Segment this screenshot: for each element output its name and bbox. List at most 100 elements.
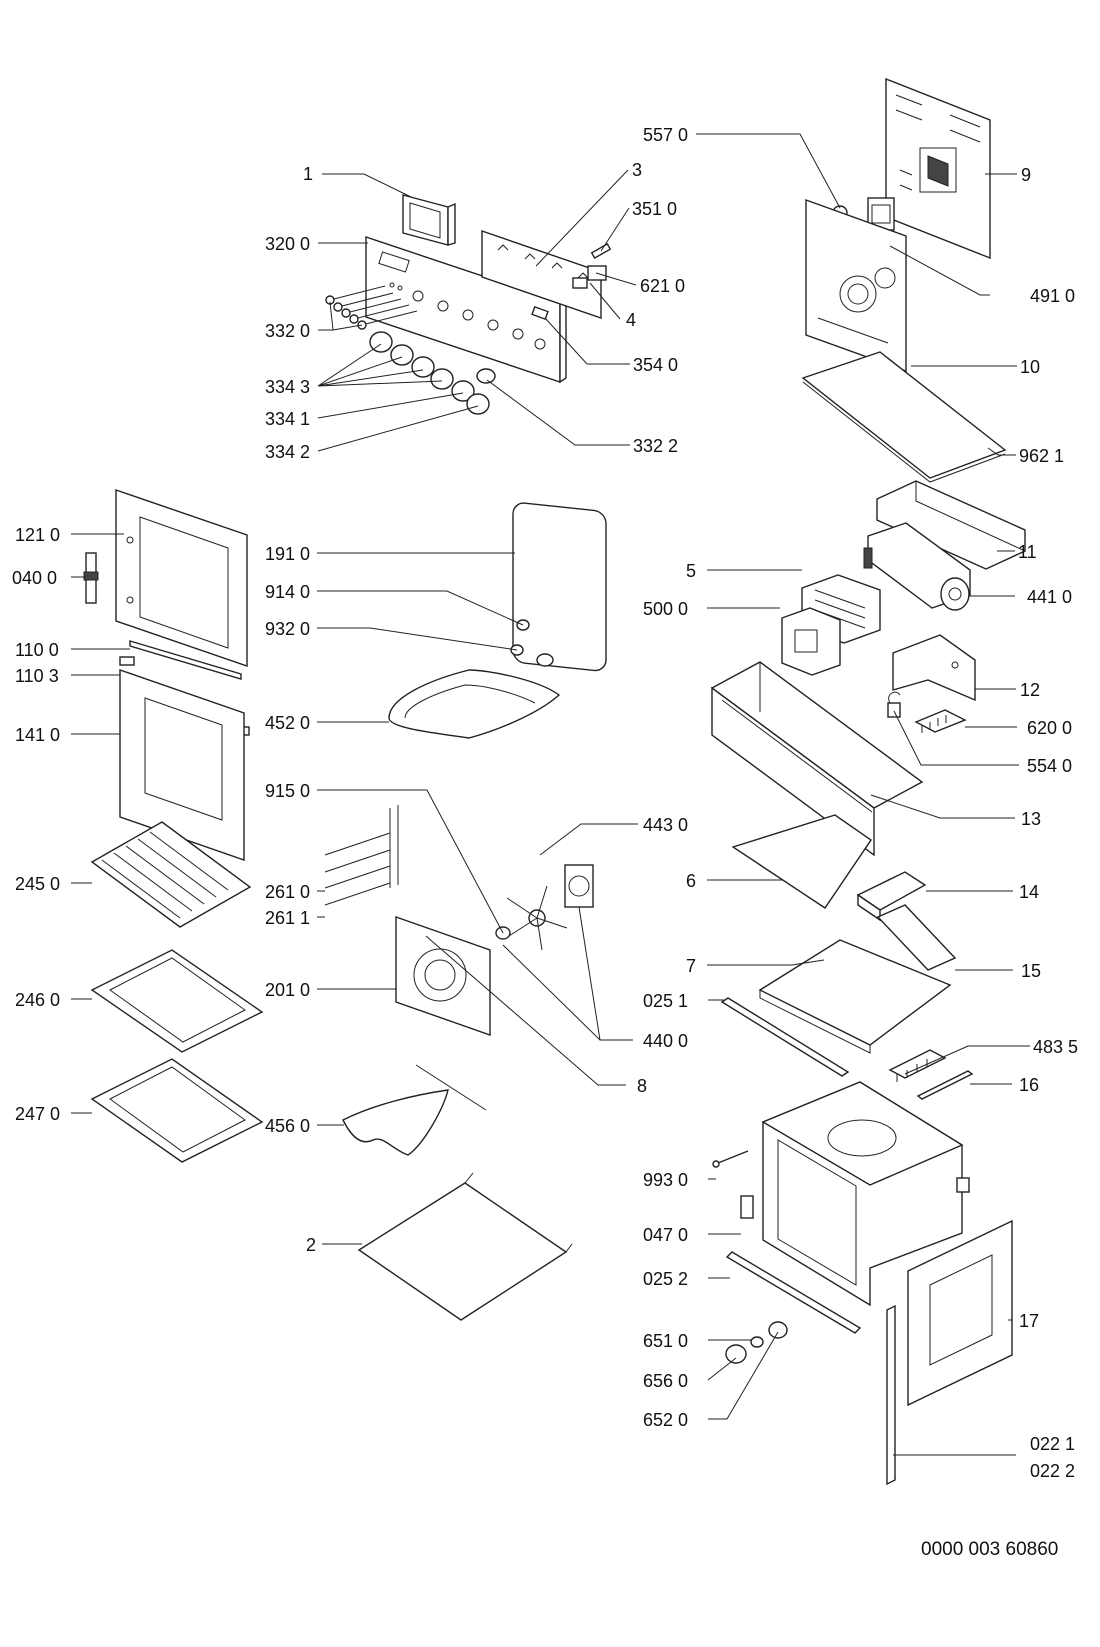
part-frame-13 (710, 661, 924, 857)
label-11: 11 (1018, 542, 1037, 562)
label-141-0: 141 0 (15, 725, 60, 745)
label-121-0: 121 0 (15, 525, 60, 545)
part-lamp-parts (725, 1321, 788, 1364)
label-247-0: 247 0 (15, 1104, 60, 1124)
label-656-0: 656 0 (643, 1371, 688, 1391)
part-bracket-1 (402, 194, 456, 246)
part-rear-panel-9 (885, 77, 991, 260)
label-6: 6 (686, 871, 696, 891)
part-fan-motor-440 (495, 864, 594, 940)
part-lower-element-456 (342, 1064, 487, 1156)
part-terminal-block-4835 (888, 1049, 947, 1082)
label-500-0: 500 0 (643, 599, 688, 619)
label-3: 3 (632, 160, 642, 180)
label-993-0: 993 0 (643, 1170, 688, 1190)
label-025-2: 025 2 (643, 1269, 688, 1289)
label-351-0: 351 0 (632, 199, 677, 219)
document-number: 0000 003 60860 (921, 1539, 1058, 1560)
part-side-strip-022 (886, 1304, 896, 1486)
label-443-0: 443 0 (643, 815, 688, 835)
part-spindle-354 (531, 305, 549, 321)
label-652-0: 652 0 (643, 1410, 688, 1430)
label-022-2: 022 2 (1030, 1461, 1075, 1481)
part-hinge-040 (83, 552, 99, 604)
part-oven-cavity (761, 1081, 970, 1307)
part-drawings (83, 77, 1026, 1486)
label-915-0: 915 0 (265, 781, 310, 801)
label-334-1: 334 1 (265, 409, 310, 429)
part-door-gasket-191 (512, 502, 607, 672)
part-screw-993 (712, 1150, 749, 1168)
label-354-0: 354 0 (633, 355, 678, 375)
part-block-047 (740, 1195, 754, 1219)
label-620-0: 620 0 (1027, 718, 1072, 738)
part-tray-247 (90, 1058, 264, 1163)
label-332-2: 332 2 (633, 436, 678, 456)
label-440-0: 440 0 (643, 1031, 688, 1051)
part-fan-blade-443 (506, 885, 568, 951)
part-rail-0252 (725, 1251, 862, 1334)
label-261-0: 261 0 (265, 882, 310, 902)
part-terminal-620 (914, 709, 967, 733)
label-332-0: 332 0 (265, 321, 310, 341)
part-control-board-3 (481, 230, 602, 319)
label-9: 9 (1021, 165, 1031, 185)
label-040-0: 040 0 (12, 568, 57, 588)
label-13: 13 (1021, 809, 1041, 829)
part-fan-cover-201 (395, 916, 491, 1036)
part-knobs-334 (369, 331, 496, 415)
label-554-0: 554 0 (1027, 756, 1072, 776)
label-2: 2 (306, 1235, 316, 1255)
label-110-3: 110 3 (15, 666, 59, 686)
label-320-0: 320 0 (265, 234, 310, 254)
part-grid-shelf-245 (90, 821, 252, 928)
label-1: 1 (303, 164, 313, 184)
label-334-3: 334 3 (265, 377, 310, 397)
label-4: 4 (626, 310, 636, 330)
part-cooling-fan-441 (863, 522, 971, 611)
label-651-0: 651 0 (643, 1331, 688, 1351)
label-16: 16 (1019, 1075, 1039, 1095)
part-back-plate-10 (805, 199, 907, 372)
label-441-0: 441 0 (1027, 587, 1072, 607)
label-621-0: 621 0 (640, 276, 685, 296)
label-025-1: 025 1 (643, 991, 688, 1011)
label-7: 7 (686, 956, 696, 976)
part-switch-554 (887, 691, 901, 718)
label-022-1: 022 1 (1030, 1434, 1075, 1454)
label-191-0: 191 0 (265, 544, 310, 564)
part-cover-12 (892, 634, 976, 702)
label-15: 15 (1021, 961, 1041, 981)
part-trim-110 (129, 640, 242, 680)
label-110-0: 110 0 (15, 640, 59, 660)
label-047-0: 047 0 (643, 1225, 688, 1245)
part-inner-glass-141 (119, 669, 245, 861)
part-rail-0251 (720, 997, 850, 1077)
label-201-0: 201 0 (265, 980, 310, 1000)
label-8: 8 (637, 1076, 647, 1096)
label-5: 5 (686, 561, 696, 581)
label-962-1: 962 1 (1019, 446, 1064, 466)
label-932-0: 932 0 (265, 619, 310, 639)
part-insulation-962 (801, 351, 1007, 483)
part-strip-16 (916, 1070, 974, 1100)
label-245-0: 245 0 (15, 874, 60, 894)
label-246-0: 246 0 (15, 990, 60, 1010)
leader-lines (71, 133, 1030, 1456)
part-grill-element-452 (388, 669, 561, 739)
part-base-plate-2 (357, 1172, 573, 1321)
label-14: 14 (1019, 882, 1039, 902)
part-outer-door-121 (115, 489, 248, 667)
part-labels: 1 3 351 0 320 0 621 0 4 332 0 354 0 334 … (12, 125, 1078, 1481)
part-plate-6 (731, 814, 872, 909)
label-491-0: 491 0 (1030, 286, 1075, 306)
label-261-1: 261 1 (265, 908, 310, 928)
label-483-5: 483 5 (1033, 1037, 1078, 1057)
label-456-0: 456 0 (265, 1116, 310, 1136)
label-12: 12 (1020, 680, 1040, 700)
label-452-0: 452 0 (265, 713, 310, 733)
label-334-2: 334 2 (265, 442, 310, 462)
part-bottom-plate-7 (758, 939, 952, 1054)
